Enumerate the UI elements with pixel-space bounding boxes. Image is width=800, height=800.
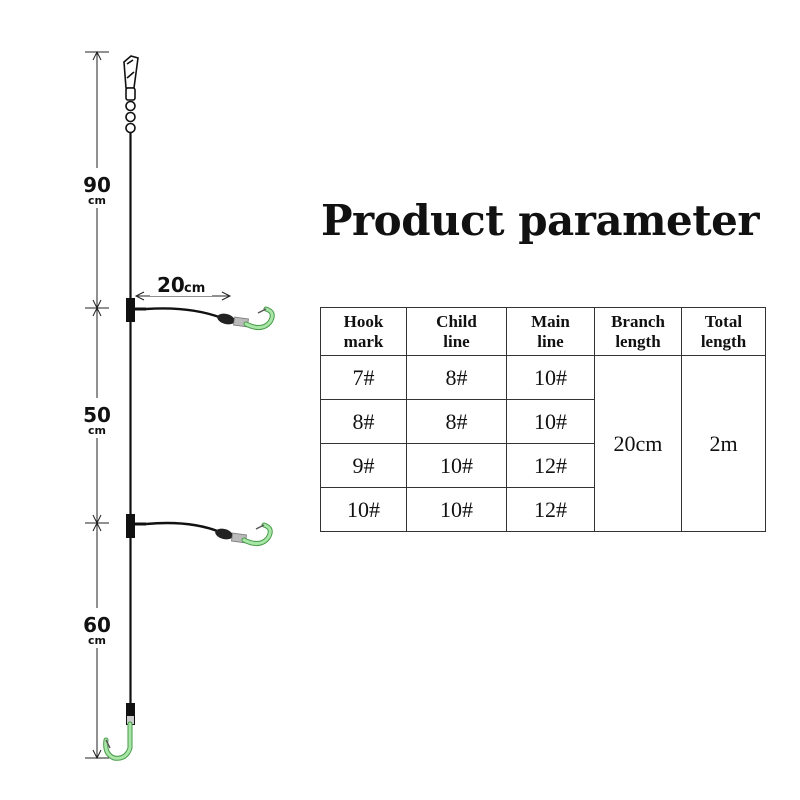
bottom-hook bbox=[103, 703, 135, 761]
table-row: 7# 8# 10# 20cm 2m bbox=[320, 355, 766, 532]
segment-label-2: 50 cm bbox=[83, 403, 111, 437]
total-length-cell: 2m bbox=[681, 355, 766, 532]
table-cell: 8# bbox=[406, 355, 507, 400]
svg-text:90: 90 bbox=[83, 173, 111, 197]
segment-label-3: 60 cm bbox=[83, 613, 111, 647]
hook-icon bbox=[243, 306, 275, 330]
branch-length-unit: cm bbox=[184, 281, 205, 296]
svg-text:cm: cm bbox=[88, 424, 106, 437]
page-title: Product parameter bbox=[320, 196, 760, 245]
table-row: 8# 8# 10# bbox=[320, 399, 766, 444]
hook-icon bbox=[103, 721, 133, 761]
table-cell: 10# bbox=[320, 487, 407, 532]
svg-text:50: 50 bbox=[83, 403, 111, 427]
table-cell: 10# bbox=[506, 399, 595, 444]
table-cell: 10# bbox=[406, 443, 507, 488]
segment-label-1: 90 cm bbox=[83, 173, 111, 207]
table-cell: 12# bbox=[506, 443, 595, 488]
table-cell: 10# bbox=[406, 487, 507, 532]
table-cell: 9# bbox=[320, 443, 407, 488]
branch-1 bbox=[126, 298, 275, 330]
table-cell: 12# bbox=[506, 487, 595, 532]
swivel-icon bbox=[123, 55, 139, 134]
svg-text:cm: cm bbox=[88, 194, 106, 207]
svg-text:cm: cm bbox=[88, 634, 106, 647]
branch-length-cell: 20cm bbox=[594, 355, 682, 532]
table-cell: 7# bbox=[320, 355, 407, 400]
svg-text:60: 60 bbox=[83, 613, 111, 637]
table-cell: 8# bbox=[406, 399, 507, 444]
table-cell: 10# bbox=[506, 355, 595, 400]
table-row: 10# 10# 12# bbox=[320, 487, 766, 532]
branch-length-value: 20 bbox=[157, 273, 185, 297]
table-cell: 8# bbox=[320, 399, 407, 444]
hook-icon bbox=[241, 522, 273, 546]
branch-2 bbox=[126, 514, 273, 546]
